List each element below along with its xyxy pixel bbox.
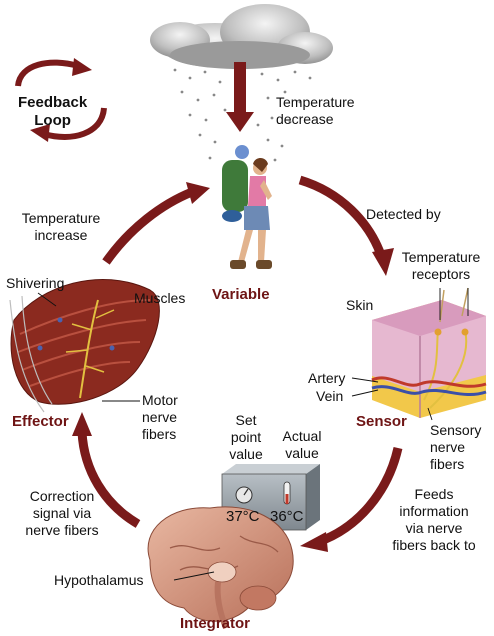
- temperature-increase-line1: Temperature: [21, 210, 101, 226]
- temperature-decrease-line1: Temperature: [276, 94, 355, 110]
- muscle-icon: [9, 278, 160, 413]
- loop-arrow-bottom-right: [300, 446, 403, 552]
- correction-line2: signal via: [32, 505, 92, 521]
- skin-label: Skin: [346, 297, 374, 313]
- shivering-label: Shivering: [6, 275, 65, 291]
- actual-value-line1: Actual: [282, 428, 322, 444]
- loop-arrow-top-left: [102, 182, 210, 265]
- thermostat-actual-value: 36°C: [270, 508, 304, 525]
- temperature-receptors-line2: receptors: [411, 266, 471, 282]
- thermostat-set-value: 37°C: [226, 508, 260, 525]
- set-point-value-label: Set point value: [222, 412, 270, 463]
- vein-label: Vein: [316, 388, 344, 404]
- hiker-icon: [222, 145, 272, 269]
- brain-icon: [147, 506, 294, 630]
- muscles-label: Muscles: [134, 290, 186, 306]
- temperature-receptors-label: Temperature receptors: [392, 249, 490, 283]
- feedback-loop-title-line1: Feedback: [18, 94, 88, 111]
- temperature-decrease-line2: decrease: [276, 111, 334, 127]
- feeds-info-line1: Feeds: [414, 486, 454, 502]
- hypothalamus-label: Hypothalamus: [54, 572, 144, 588]
- stage-integrator: Integrator: [180, 615, 251, 632]
- actual-value-line2: value: [285, 445, 319, 461]
- temperature-increase-label: Temperature increase: [6, 210, 116, 244]
- artery-label: Artery: [308, 370, 346, 386]
- rain-drops: [173, 68, 312, 162]
- feeds-info-line2: information: [399, 503, 469, 519]
- loop-arrow-top-right: [298, 175, 394, 276]
- set-point-line1: Set: [235, 412, 257, 428]
- motor-fibers-line1: Motor: [142, 392, 178, 408]
- correction-signal-label: Correction signal via nerve fibers: [8, 488, 116, 539]
- stage-variable: Variable: [212, 286, 270, 303]
- detected-by-label: Detected by: [366, 206, 441, 222]
- cycle-arrows-icon: [15, 58, 107, 142]
- skin-section-icon: [371, 287, 487, 418]
- motor-fibers-line2: nerve: [142, 409, 178, 425]
- leader-lines: [37, 288, 469, 581]
- temperature-receptors-line1: Temperature: [401, 249, 481, 265]
- feeds-info-line3: via nerve: [405, 520, 463, 536]
- actual-value-label: Actual value: [274, 428, 330, 462]
- sensory-fibers-line3: fibers: [430, 456, 465, 472]
- loop-arrow-bottom-left: [72, 412, 141, 528]
- sensory-nerve-fibers-label: Sensory nerve fibers: [430, 422, 481, 473]
- sensory-fibers-line2: nerve: [430, 439, 466, 455]
- motor-fibers-line3: fibers: [142, 426, 177, 442]
- feeds-info-line4: fibers back to: [392, 537, 476, 553]
- feedback-loop-title: Feedback Loop: [18, 94, 87, 130]
- sensory-fibers-line1: Sensory: [430, 422, 482, 438]
- cloud-icon: [150, 4, 333, 69]
- temperature-increase-line2: increase: [34, 227, 88, 243]
- correction-line1: Correction: [29, 488, 95, 504]
- set-point-line2: point: [230, 429, 262, 445]
- correction-line3: nerve fibers: [25, 522, 99, 538]
- temperature-decrease-label: Temperature decrease: [276, 94, 355, 128]
- down-arrow-icon: [226, 62, 254, 132]
- feedback-loop-title-line2: Loop: [34, 112, 71, 129]
- motor-nerve-fibers-label: Motor nerve fibers: [142, 392, 178, 443]
- feeds-information-label: Feeds information via nerve fibers back …: [380, 486, 488, 554]
- set-point-line3: value: [229, 446, 263, 462]
- stage-effector: Effector: [12, 413, 69, 430]
- stage-sensor: Sensor: [356, 413, 407, 430]
